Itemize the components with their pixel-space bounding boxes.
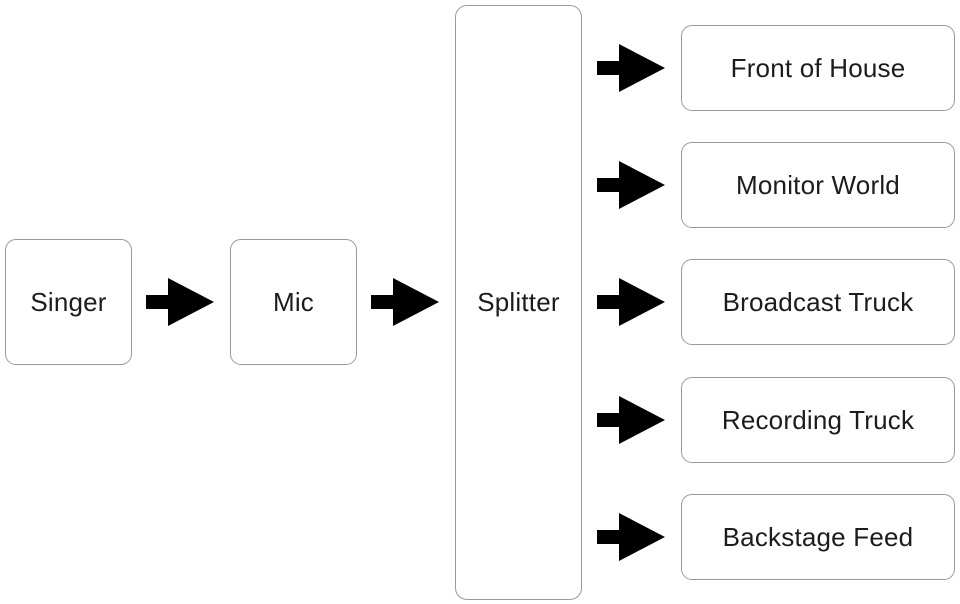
singer-label: Singer [30, 286, 107, 317]
arrow-icon-singer-to-mic [146, 278, 214, 326]
output-node-backstage-feed: Backstage Feed [681, 494, 955, 580]
output-label: Front of House [730, 52, 906, 83]
output-node-front-of-house: Front of House [681, 25, 955, 111]
arrow-icon-to-recording-truck [597, 396, 665, 444]
arrow-icon-mic-to-splitter [371, 278, 439, 326]
output-node-monitor-world: Monitor World [681, 142, 955, 228]
arrow-icon-to-broadcast-truck [597, 278, 665, 326]
singer-node: Singer [5, 239, 132, 365]
arrow-icon-to-backstage-feed [597, 513, 665, 561]
splitter-node: Splitter [455, 5, 582, 600]
output-label: Monitor World [736, 169, 900, 200]
output-node-recording-truck: Recording Truck [681, 377, 955, 463]
arrow-icon-to-monitor-world [597, 161, 665, 209]
mic-node: Mic [230, 239, 357, 365]
output-label: Broadcast Truck [722, 286, 914, 317]
output-node-broadcast-truck: Broadcast Truck [681, 259, 955, 345]
output-label: Backstage Feed [722, 521, 914, 552]
output-label: Recording Truck [721, 404, 915, 435]
arrow-icon-to-front-of-house [597, 44, 665, 92]
splitter-label: Splitter [477, 287, 560, 317]
mic-label: Mic [272, 286, 315, 317]
